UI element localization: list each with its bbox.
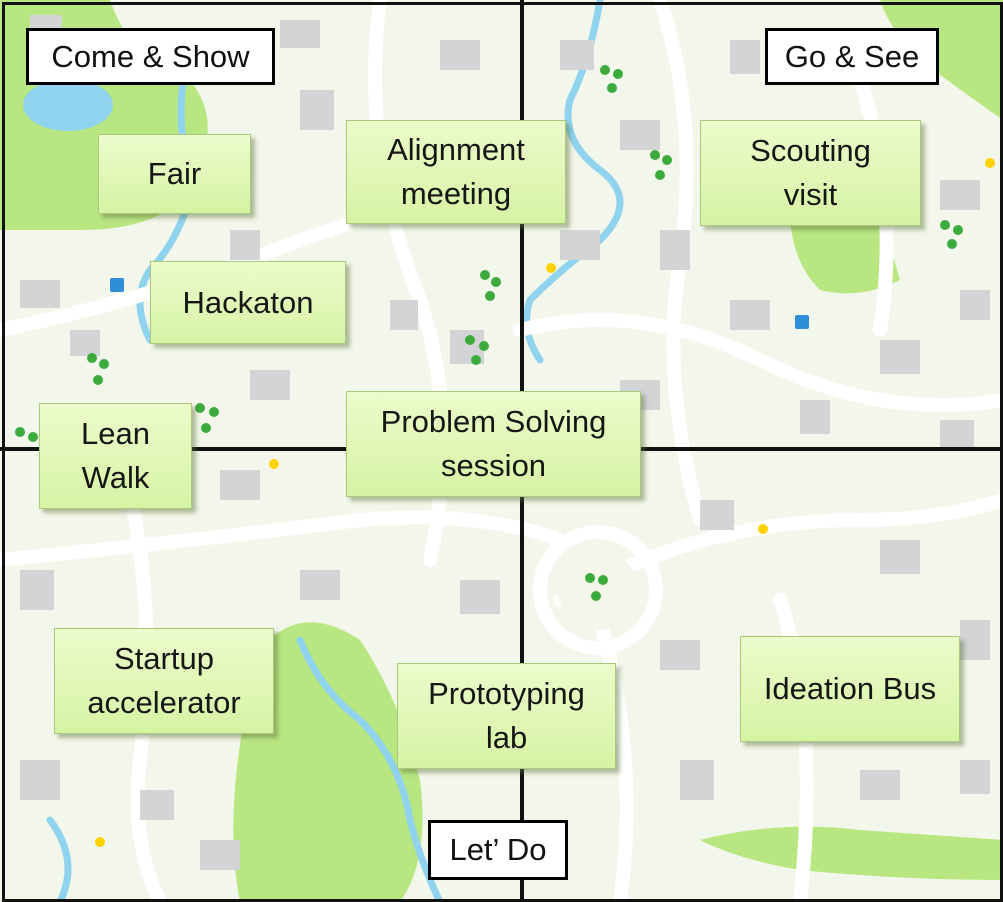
activity-lean-walk: Lean Walk [39, 403, 192, 509]
activity-fair-label: Fair [147, 156, 202, 191]
quadrant-label-go-and-see: Go & See [765, 28, 939, 85]
activity-alignment-meeting-line-2: meeting [400, 176, 512, 211]
activity-lean-walk-line-2: Walk [81, 460, 150, 495]
parking-signs [110, 278, 809, 329]
trees [15, 65, 963, 601]
activity-prototyping-lab-line-2: lab [485, 720, 528, 755]
activity-alignment-meeting-line-1: Alignment [387, 132, 525, 167]
activity-prototyping-lab: Prototyping lab [397, 663, 616, 769]
activity-startup-accelerator: Startup accelerator [54, 628, 274, 734]
activity-ideation-bus: Ideation Bus [740, 636, 960, 742]
activity-startup-accelerator-line-2: accelerator [87, 685, 241, 720]
activity-problem-solving-session-line-2: session [440, 448, 547, 483]
activity-prototyping-lab-line-1: Prototyping [428, 676, 585, 711]
activity-hackaton: Hackaton [150, 261, 346, 344]
quadrant-label-come-and-show: Come & Show [26, 28, 275, 85]
activity-problem-solving-session: Problem Solving session [346, 391, 641, 497]
activity-fair: Fair [98, 134, 251, 214]
activity-problem-solving-session-line-1: Problem Solving [380, 404, 607, 439]
activity-hackaton-label: Hackaton [182, 284, 314, 320]
activity-lean-walk-line-1: Lean [81, 416, 150, 451]
quadrant-label-lets-do: Let’ Do [428, 820, 568, 880]
lake [23, 79, 113, 131]
map-markers [95, 158, 995, 847]
activity-scouting-visit-line-2: visit [783, 177, 838, 212]
activity-alignment-meeting: Alignment meeting [346, 120, 566, 224]
activity-scouting-visit: Scouting visit [700, 120, 921, 226]
activity-scouting-visit-line-1: Scouting [750, 133, 871, 168]
activity-startup-accelerator-line-1: Startup [114, 641, 214, 676]
activity-ideation-bus-label: Ideation Bus [763, 671, 937, 706]
